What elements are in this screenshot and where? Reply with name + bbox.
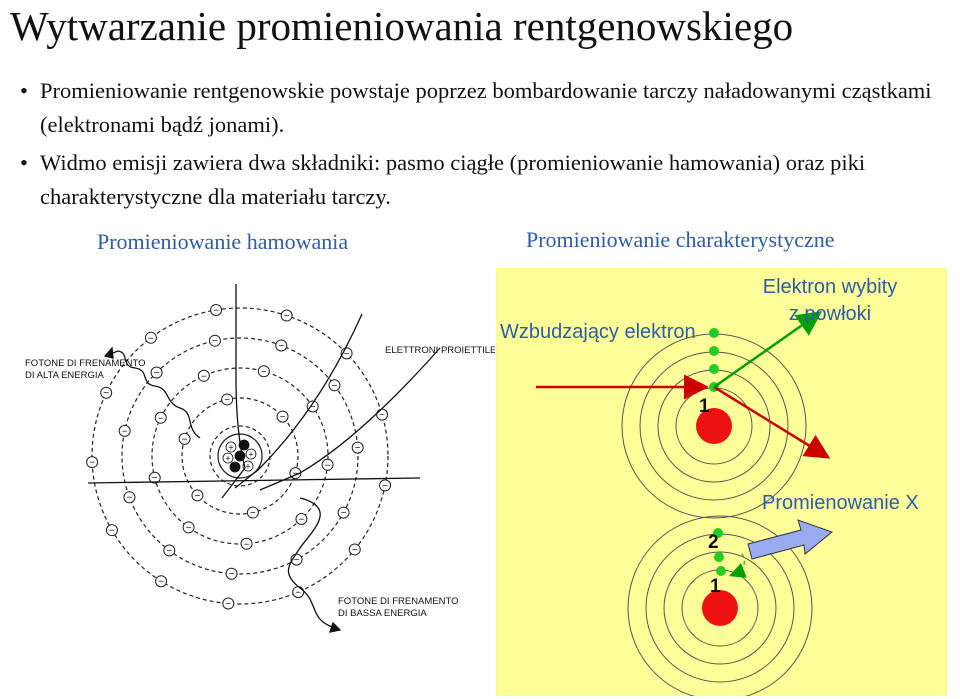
electron-sign: − <box>332 381 338 392</box>
electron-sign: − <box>261 367 267 378</box>
proton-sign: + <box>228 443 233 453</box>
projectile-electrons-label: ELETTRONI PROIETTILE <box>385 345 495 356</box>
electron-sign: − <box>213 305 219 316</box>
bullet-text: Promieniowanie rentgenowskie powstaje po… <box>40 78 932 137</box>
bullet-text: Widmo emisji zawiera dwa składniki: pasm… <box>40 150 865 209</box>
electron-sign: − <box>122 426 128 437</box>
electron-sign: − <box>382 481 388 492</box>
electron-sign: − <box>103 388 109 399</box>
electron-sign: − <box>182 434 188 445</box>
bullet-item-2: • Widmo emisji zawiera dwa składniki: pa… <box>18 146 948 214</box>
electron-sign: − <box>280 412 286 423</box>
exciting-electron-label: Wzbudzający elektron <box>500 321 696 343</box>
bullet-list: • Promieniowanie rentgenowskie powstaje … <box>18 74 948 214</box>
electron-sign: − <box>127 493 133 504</box>
bullet-marker: • <box>20 146 28 180</box>
electron-sign: − <box>229 569 235 580</box>
electron-sign: − <box>109 526 115 537</box>
electron-sign: − <box>224 395 230 406</box>
electron-sign: − <box>244 539 250 550</box>
electron-sign: − <box>158 413 164 424</box>
electron-sign: − <box>225 599 231 610</box>
ejected-electron-label-1: Elektron wybity <box>763 276 898 298</box>
electron-sign: − <box>355 443 361 454</box>
electron-sign: − <box>250 508 256 519</box>
level-2-label: 2 <box>708 532 719 553</box>
electron-sign: − <box>284 311 290 322</box>
electron-sign: − <box>295 588 301 599</box>
low-energy-photon-label-1: FOTONE DI FRENAMENTO <box>338 596 459 607</box>
upper-level-1-label: 1 <box>699 396 710 417</box>
electron-sign: − <box>186 523 192 534</box>
slide-title: Wytwarzanie promieniowania rentgenowskie… <box>10 2 793 50</box>
high-energy-photon-label-2: DI ALTA ENERGIA <box>25 370 105 381</box>
electron-sign: − <box>158 577 164 588</box>
bremsstrahlung-diagram: ++++ −−−−−−−−−−−−−−−−−−−−−−−−−−−−−−−−−−−… <box>0 258 495 699</box>
proton-sign: + <box>248 450 253 460</box>
electron-sign: − <box>352 545 358 556</box>
bremsstrahlung-caption: Promieniowanie hamowania <box>97 229 348 255</box>
electron-sign: − <box>201 371 207 382</box>
electron-sign: − <box>341 508 347 519</box>
nucleon <box>230 462 240 472</box>
electron-sign: − <box>154 368 160 379</box>
electron-sign: − <box>212 336 218 347</box>
electron-sign: − <box>379 410 385 421</box>
characteristic-caption: Promieniowanie charakterystyczne <box>526 227 834 253</box>
characteristic-diagram: Wzbudzający elektron Elektron wybity z p… <box>496 268 947 696</box>
proton-sign: + <box>245 462 250 472</box>
electron-sign: − <box>278 341 284 352</box>
electron-sign: − <box>89 458 95 469</box>
proton-sign: + <box>225 454 230 464</box>
electron-sign: − <box>166 546 172 557</box>
xray-label: Promienowanie X <box>762 492 919 514</box>
bullet-item-1: • Promieniowanie rentgenowskie powstaje … <box>18 74 948 142</box>
ejected-electron-label-2: z powłoki <box>789 303 871 325</box>
electron-sign: − <box>325 460 331 471</box>
lower-level-1-label: 1 <box>710 576 721 597</box>
low-energy-photon-label-2: DI BASSA ENERGIA <box>338 608 427 619</box>
electron-sign: − <box>195 491 201 502</box>
electron-sign: − <box>148 333 154 344</box>
high-energy-photon-label-1: FOTONE DI FRENAMENTO <box>25 358 146 369</box>
bullet-marker: • <box>20 74 28 108</box>
electron-sign: − <box>299 515 305 526</box>
